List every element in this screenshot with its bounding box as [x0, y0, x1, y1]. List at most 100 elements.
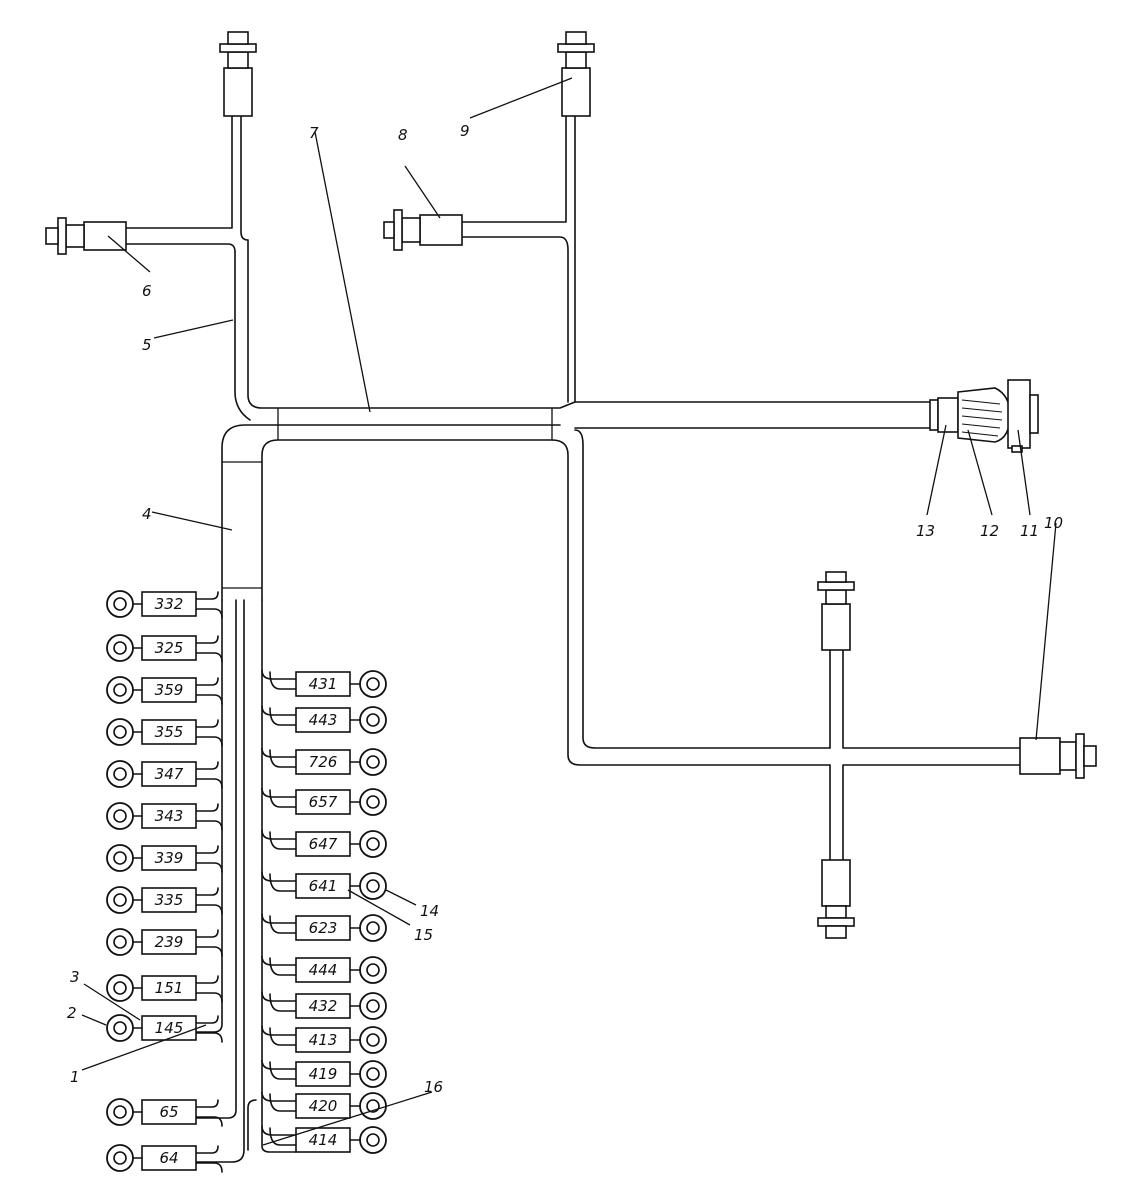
ring-terminal-hole — [113, 683, 127, 697]
terminal-lead — [269, 993, 297, 1012]
terminal-sleeve — [141, 1145, 197, 1171]
terminal-lead — [195, 1162, 223, 1173]
terminal-lead — [195, 845, 219, 854]
terminal-label: 443 — [309, 711, 338, 729]
terminal-lead — [269, 789, 297, 808]
ring-terminal-hole — [113, 851, 127, 865]
right-terminal-443: 443 — [261, 705, 387, 734]
terminal-lead — [261, 1059, 297, 1070]
main-trunk — [221, 114, 931, 766]
terminal-label: 347 — [155, 765, 184, 783]
ring-terminal-hole — [366, 795, 380, 809]
ring-terminal-hole — [113, 597, 127, 611]
terminal-lead — [195, 778, 223, 789]
terminal-lead — [261, 913, 297, 924]
terminal-lead — [269, 749, 297, 768]
terminal-sleeve — [295, 993, 351, 1019]
callout-5: 5 — [142, 336, 152, 354]
ring-terminal-hole — [113, 981, 127, 995]
terminal-lead — [261, 705, 297, 716]
left-terminal-347: 347 — [106, 760, 223, 789]
terminal-lead — [195, 992, 223, 1003]
ring-terminal-hole — [366, 1133, 380, 1147]
terminal-label: 420 — [309, 1097, 338, 1115]
terminal-lead — [269, 873, 297, 892]
right-terminal-623: 623 — [261, 913, 387, 942]
callout-6: 6 — [142, 282, 152, 300]
ring-terminal-hole — [366, 921, 380, 935]
terminal-lead — [195, 1145, 219, 1154]
ring-terminal-hole — [113, 1105, 127, 1119]
ring-terminal-hole — [366, 713, 380, 727]
terminal-lead — [269, 1093, 297, 1112]
terminal-sleeve — [295, 749, 351, 775]
left-terminal-359: 359 — [106, 676, 223, 705]
terminal-sleeve — [295, 1027, 351, 1053]
branch-10 — [817, 571, 1097, 939]
terminal-lead — [195, 608, 223, 619]
callout-8: 8 — [398, 126, 408, 144]
callout-7: 7 — [309, 124, 319, 142]
left-terminal-151: 151 — [106, 974, 223, 1003]
terminal-lead — [195, 1015, 219, 1024]
right-terminal-432: 432 — [261, 991, 387, 1020]
right-terminal-641: 641 — [261, 871, 387, 900]
right-terminal-657: 657 — [261, 787, 387, 816]
terminal-lead — [261, 669, 297, 680]
callout-12: 12 — [980, 522, 999, 540]
terminal-sleeve — [295, 915, 351, 941]
terminal-lead — [195, 1116, 223, 1127]
terminal-lead — [261, 1091, 297, 1102]
right-terminal-726: 726 — [261, 747, 387, 776]
callout-3: 3 — [70, 968, 80, 986]
callout-2: 2 — [67, 1004, 77, 1022]
ring-terminal-hole — [113, 641, 127, 655]
terminal-lead — [195, 761, 219, 770]
callout-16: 16 — [424, 1078, 443, 1096]
terminal-label: 641 — [309, 877, 338, 895]
terminal-label: 623 — [309, 919, 338, 937]
terminal-lead — [261, 1025, 297, 1036]
terminal-sleeve — [141, 761, 197, 787]
terminal-lead — [269, 957, 297, 976]
terminal-label: 239 — [155, 933, 184, 951]
terminal-lead — [261, 747, 297, 758]
terminal-lead — [261, 787, 297, 798]
ring-terminal-hole — [366, 879, 380, 893]
left-terminal-325: 325 — [106, 634, 223, 663]
terminal-lead — [195, 1032, 223, 1043]
branch-top-left-connector — [219, 31, 257, 117]
terminal-label: 444 — [309, 961, 338, 979]
branch-9 — [557, 31, 595, 117]
terminal-label: 332 — [155, 595, 184, 613]
terminal-label: 419 — [309, 1065, 338, 1083]
terminal-lead — [195, 887, 219, 896]
terminal-lead — [195, 904, 223, 915]
terminal-sleeve — [295, 1093, 351, 1119]
callout-14: 14 — [420, 902, 439, 920]
terminal-lead — [269, 915, 297, 934]
left-terminal-145: 145 — [106, 1014, 223, 1043]
terminal-lead — [195, 736, 223, 747]
terminal-label: 414 — [309, 1131, 338, 1149]
ring-terminal-hole — [113, 1151, 127, 1165]
left-terminal-339: 339 — [106, 844, 223, 873]
ring-terminal-hole — [113, 767, 127, 781]
ring-terminal-hole — [113, 1021, 127, 1035]
terminal-sleeve — [141, 719, 197, 745]
terminal-lead — [195, 862, 223, 873]
callout-15: 15 — [414, 926, 433, 944]
terminal-lead — [269, 671, 297, 690]
terminal-sleeve — [295, 831, 351, 857]
ring-terminal-hole — [366, 755, 380, 769]
terminal-lead — [195, 635, 219, 644]
terminal-label: 432 — [309, 997, 338, 1015]
ring-terminal-hole — [366, 837, 380, 851]
left-terminal-335: 335 — [106, 886, 223, 915]
branch-8 — [383, 114, 569, 403]
terminal-sleeve — [141, 591, 197, 617]
right-terminal-431: 431 — [261, 669, 387, 698]
terminal-sleeve — [141, 1099, 197, 1125]
